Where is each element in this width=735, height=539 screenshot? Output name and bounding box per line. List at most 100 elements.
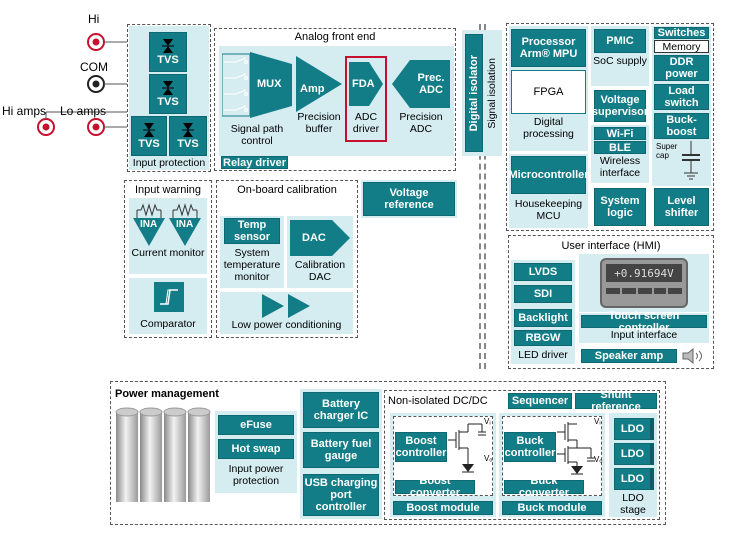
buck-boost-block: Buck-boost [654, 113, 709, 139]
wireless-interface-caption: Wireless interface [599, 155, 641, 179]
hi-terminal [87, 33, 128, 51]
ldo-block-1: LDO [614, 418, 654, 440]
input-power-protection-caption: Input power protection [228, 463, 284, 487]
battery-charger-block: Battery charger IC [303, 392, 379, 428]
fda-block [349, 62, 383, 106]
battery-fuel-gauge-block: Battery fuel gauge [303, 432, 379, 468]
tvs-block-4: TVS [169, 116, 207, 156]
isolation-barrier-line-1 [479, 24, 481, 369]
adc-driver-caption: ADC driver [352, 111, 380, 135]
tvs-block-1: TVS [149, 32, 187, 72]
buck-vo-label: Vₒ [594, 455, 603, 464]
ldo-stage-caption: LDO stage [620, 492, 646, 516]
ldo-block-2: LDO [614, 443, 654, 465]
mux-block [222, 52, 292, 118]
comparator-icon [154, 282, 184, 312]
tvs-label: TVS [177, 138, 199, 150]
speaker-amp-block: Speaker amp [581, 349, 677, 363]
relay-driver-block: Relay driver [221, 156, 288, 169]
fda-highlight [345, 56, 387, 142]
temp-sensor-block: Temp sensor [224, 218, 280, 244]
display-screen: +0.91694V [606, 264, 682, 282]
amp-label: Amp [300, 83, 325, 95]
boost-controller-block: Boost controller [395, 432, 447, 462]
com-label: COM [80, 60, 108, 74]
buck-converter-label: Buck converter [504, 475, 584, 499]
hi-label: Hi [88, 12, 100, 26]
tvs-diode-icon [162, 39, 174, 53]
tvs-label: TVS [157, 96, 179, 108]
com-terminal [87, 75, 128, 93]
memory-block: Memory [654, 40, 709, 53]
ble-block: BLE [594, 141, 646, 154]
buck-vin-label: Vᵢ [594, 417, 601, 426]
buck-module-label: Buck module [502, 501, 602, 515]
mux-label: MUX [257, 78, 282, 90]
hot-swap-block: Hot swap [218, 439, 294, 459]
input-terminals [37, 33, 128, 136]
boost-converter-label: Boost converter [395, 475, 475, 499]
tvs-diode-icon [182, 123, 194, 137]
system-temp-monitor-caption: System temperature monitor [223, 247, 281, 283]
lo-amps-terminal [87, 118, 128, 136]
resistor-icon [136, 203, 198, 218]
hi-amps-terminal [37, 111, 128, 136]
hi-amps-label: Hi amps [2, 104, 47, 118]
tvs-diode-icon [143, 123, 155, 137]
tvs-block-2: TVS [149, 74, 187, 114]
input-interface-caption: Input interface [610, 329, 678, 341]
microcontroller-block: Microcontroller [508, 156, 589, 194]
tvs-label: TVS [157, 54, 179, 66]
afe-title: Analog front end [294, 31, 376, 43]
battery-icon [115, 407, 211, 502]
voltage-supervisor-block: Voltage supervisor [592, 90, 648, 122]
dac-block [290, 220, 350, 256]
power-management-title: Power management [115, 388, 219, 400]
tvs-block-3: TVS [131, 116, 167, 156]
isolation-barrier-line-2 [484, 24, 486, 369]
efuse-block: eFuse [218, 415, 294, 435]
digital-isolator-block: Digital isolator [465, 34, 483, 152]
hmi-title: User interface (HMI) [561, 240, 661, 252]
boost-vin-label: Vᵢ [484, 417, 491, 426]
input-protection-caption: Input protection [132, 157, 206, 169]
signal-path-control-caption: Signal path control [230, 123, 284, 147]
capacitor-icon [682, 141, 700, 180]
pmic-block: PMIC [594, 29, 646, 53]
super-cap-label: Super cap [656, 142, 678, 160]
backlight-block: Backlight [514, 309, 572, 327]
calibration-dac-caption: Calibration DAC [294, 259, 346, 283]
voltage-reference-block: Voltage reference [363, 182, 455, 216]
ldo-block-3: LDO [614, 468, 654, 490]
ina-label-2: INA [176, 219, 194, 230]
non-isolated-title: Non-isolated DC/DC [388, 395, 488, 407]
low-power-buffers [262, 294, 310, 318]
system-logic-block: System logic [594, 188, 646, 226]
digital-processing-caption: Digital processing [523, 116, 574, 140]
sequencer-block: Sequencer [508, 393, 572, 409]
low-power-pane [220, 292, 353, 334]
buck-mosfet-icon [557, 422, 595, 475]
precision-adc-caption: Precision ADC [399, 111, 443, 135]
ina-label-1: INA [140, 219, 158, 230]
lvds-block: LVDS [514, 263, 572, 281]
low-power-caption: Low power conditioning [231, 319, 342, 331]
signal-isolation-label: Signal isolation [486, 57, 498, 129]
soc-supply-caption: SoC supply [593, 55, 647, 67]
usb-charging-block: USB charging port controller [303, 474, 379, 516]
load-switch-block: Load switch [654, 84, 709, 110]
prec-adc-block [392, 60, 450, 108]
led-driver-caption: LED driver [518, 349, 568, 361]
signal-isolation-caption: Signal isolation [484, 34, 500, 152]
tvs-label: TVS [138, 138, 160, 150]
digital-isolator-label: Digital isolator [468, 54, 480, 132]
ina-amplifiers [133, 203, 201, 246]
display-buttons [606, 288, 682, 294]
shunt-reference-block: Shunt reference [575, 389, 657, 413]
fpga-block: FPGA [511, 70, 586, 114]
rbgw-block: RBGW [514, 330, 572, 346]
fda-label: FDA [352, 78, 375, 90]
ddr-power-block: DDR power [654, 55, 709, 81]
speaker-icon [682, 348, 702, 364]
display-reading: +0.91694V [614, 266, 674, 280]
